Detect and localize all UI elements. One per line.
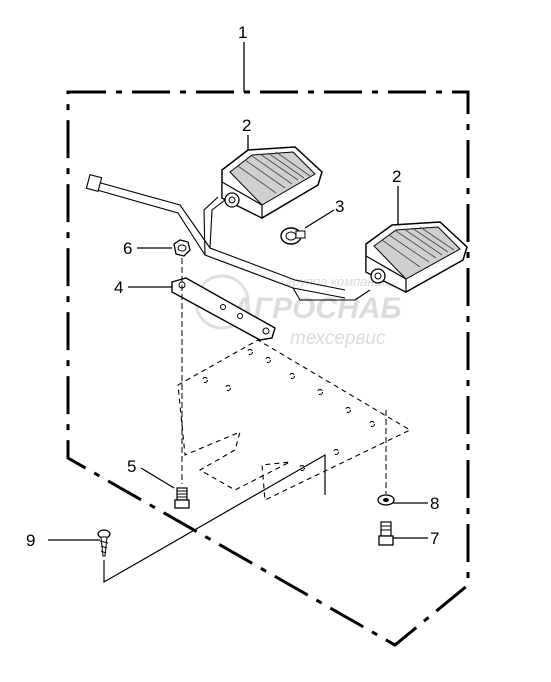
washer-part-8 (377, 410, 395, 506)
work-lamp-part-2b (365, 221, 468, 293)
mounting-plate (177, 339, 412, 501)
bracket-part-4 (171, 277, 276, 341)
wire-harness (85, 174, 371, 301)
bolt-part-5 (174, 258, 190, 509)
leader-3 (304, 209, 335, 229)
callout-9: 9 (26, 531, 35, 550)
leader-5 (140, 467, 175, 489)
watermark-line1: группа компаний (286, 274, 389, 289)
nut-part-6 (173, 239, 191, 257)
kit-boundary (66, 90, 470, 647)
watermark-line3: техсервис (290, 328, 386, 349)
callout-8: 8 (430, 494, 439, 513)
callout-5: 5 (127, 457, 136, 476)
callout-2a: 2 (242, 116, 251, 135)
work-lamp-part-2a (221, 146, 323, 219)
callout-4: 4 (114, 278, 123, 297)
screw-part-9 (97, 529, 111, 557)
callout-1: 1 (238, 23, 247, 42)
bolt-part-7 (378, 521, 394, 546)
clamp-part-3 (280, 227, 306, 245)
assembly-connection-lines (103, 453, 326, 584)
callout-labels: 1 2 2 3 4 5 6 7 8 9 (26, 23, 439, 550)
callout-7: 7 (430, 529, 439, 548)
callout-6: 6 (123, 239, 132, 258)
callout-3: 3 (335, 197, 344, 216)
wire-connector (85, 174, 103, 192)
leader-lines (48, 42, 428, 541)
callout-2b: 2 (392, 167, 401, 186)
